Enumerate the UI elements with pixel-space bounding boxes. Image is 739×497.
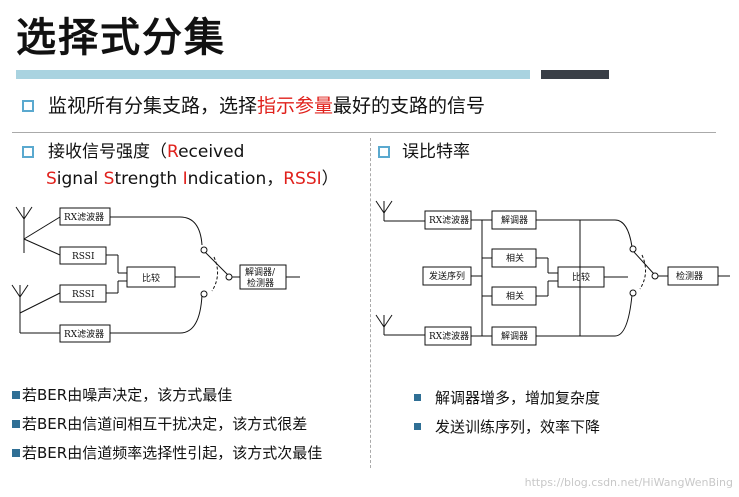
- demod-bottom-label: 解调器: [501, 330, 528, 342]
- list-item: 解调器增多，增加复杂度: [414, 387, 600, 409]
- demod-detect-label-1: 解调器/: [245, 266, 276, 278]
- right-heading: 误比特率: [402, 142, 470, 162]
- heading-rssi: RSSI: [283, 169, 322, 189]
- rssi-bottom-label: RSSI: [72, 290, 95, 300]
- heading-text: ndication，: [187, 169, 284, 189]
- bullet-square-icon: [22, 146, 34, 158]
- demod-detect-label-2: 检测器: [247, 277, 274, 289]
- heading-text: ）: [321, 169, 339, 189]
- bullet-icon: [414, 394, 421, 401]
- rssi-top-label: RSSI: [72, 252, 95, 262]
- subtitle-highlight: 指示参量: [257, 95, 334, 117]
- page-title: 选择式分集: [16, 15, 226, 61]
- sequence-label: 发送序列: [429, 270, 465, 282]
- title-underline-bar: [16, 70, 530, 79]
- rx-filter-top-label: RX滤波器: [429, 214, 469, 226]
- left-heading-line2: Signal Strength Indication，RSSI）: [46, 166, 339, 192]
- bullet-square-icon: [22, 100, 34, 112]
- bullet-icon: [414, 423, 421, 430]
- bullet-icon: [12, 449, 20, 457]
- antenna-icon: [375, 200, 393, 221]
- heading-initial: S: [103, 169, 115, 189]
- subtitle-suffix: 最好的支路的信号: [333, 95, 486, 117]
- correlate-bottom-label: 相关: [506, 290, 524, 302]
- detector-label: 检测器: [676, 270, 703, 282]
- rx-filter-bottom-label: RX滤波器: [429, 330, 469, 342]
- heading-initial: R: [167, 142, 179, 162]
- subtitle-prefix: 监视所有分集支路，选择: [48, 95, 258, 117]
- bullet-icon: [12, 391, 20, 399]
- left-heading-line1: 接收信号强度（Received: [48, 139, 244, 165]
- heading-initial: I: [182, 169, 188, 189]
- antenna-icon: [15, 206, 33, 239]
- antenna-icon: [375, 314, 393, 335]
- demod-top-label: 解调器: [501, 214, 528, 226]
- ber-diversity-diagram: RX滤波器 解调器 发送序列 相关 相关 比较 检测器 RX滤波器 解调器: [375, 200, 730, 346]
- title-accent-bar: [541, 70, 609, 79]
- section-divider: [12, 132, 716, 133]
- compare-label: 比较: [572, 271, 590, 283]
- compare-label: 比较: [142, 272, 160, 284]
- column-divider: [370, 138, 371, 468]
- correlate-top-label: 相关: [506, 252, 524, 264]
- list-item: 若BER由噪声决定，该方式最佳: [12, 384, 232, 406]
- heading-initial: S: [46, 169, 57, 189]
- heading-text: 接收信号强度（: [48, 142, 167, 162]
- bullet-icon: [12, 420, 20, 428]
- bullet-square-icon: [378, 146, 390, 158]
- list-item: 发送训练序列，效率下降: [414, 416, 600, 438]
- subtitle: 监视所有分集支路，选择指示参量最好的支路的信号: [48, 92, 485, 120]
- heading-text: eceived: [178, 142, 245, 162]
- rx-filter-top-label: RX滤波器: [64, 211, 104, 223]
- antenna-icon: [11, 284, 29, 313]
- list-item: 若BER由信道频率选择性引起，该方式次最佳: [12, 442, 322, 464]
- rssi-diversity-diagram: RX滤波器 RSSI RSSI RX滤波器 比较 解调器/ 检测器: [11, 206, 300, 343]
- list-item: 若BER由信道间相互干扰决定，该方式很差: [12, 413, 307, 435]
- rx-filter-bottom-label: RX滤波器: [64, 328, 104, 340]
- heading-text: trength: [114, 169, 183, 189]
- watermark: https://blog.csdn.net/HiWangWenBing: [524, 476, 733, 489]
- heading-text: ignal: [56, 169, 104, 189]
